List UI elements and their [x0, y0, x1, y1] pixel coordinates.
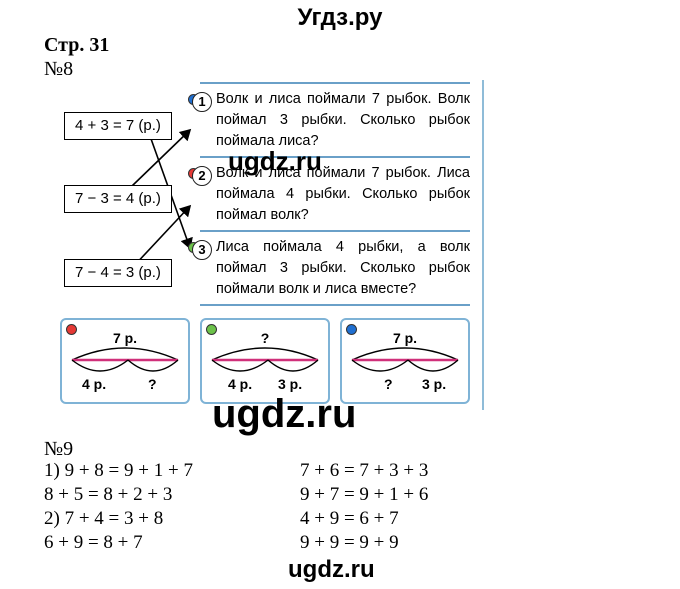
- task-divider: [200, 230, 470, 232]
- task-divider: [200, 156, 470, 158]
- diagram-card-2: ? 4 р. 3 р.: [200, 318, 330, 404]
- exercise-8-number: №8: [44, 58, 74, 80]
- watermark-small: ugdz.ru: [228, 146, 322, 176]
- ex9-left-line-3: 2) 7 + 4 = 3 + 8: [44, 508, 164, 529]
- textbook-figure: 4 + 3 = 7 (р.) 7 − 3 = 4 (р.) 7 − 4 = 3 …: [40, 72, 490, 412]
- diagram-2-top-label: ?: [260, 330, 270, 346]
- diagram-3-color-dot: [346, 324, 357, 335]
- figure-right-border: [482, 80, 484, 410]
- equation-box-2: 7 − 3 = 4 (р.): [64, 185, 172, 213]
- ex9-right-line-4: 9 + 9 = 9 + 9: [300, 532, 399, 553]
- ex9-left-line-1: 1) 9 + 8 = 9 + 1 + 7: [44, 460, 193, 481]
- task-divider: [200, 82, 470, 84]
- ex9-right-line-3: 4 + 9 = 6 + 7: [300, 508, 399, 529]
- task-2-text: Волк и лиса поймали 7 рыбок. Лиса поймал…: [216, 165, 470, 223]
- segment-diagram-1: [71, 347, 179, 372]
- diagram-2-color-dot: [206, 324, 217, 335]
- watermark-large: ugdz.ru: [212, 392, 357, 436]
- diagram-2-right-label: 3 р.: [278, 376, 303, 392]
- diagram-2-left-label: 4 р.: [228, 376, 253, 392]
- arrow-eq3-to-task2: [131, 204, 192, 269]
- segment-diagram-2: [211, 347, 319, 372]
- task-divider: [200, 304, 470, 306]
- equation-box-1: 4 + 3 = 7 (р.): [64, 112, 172, 140]
- page-label: Стр. 31: [44, 34, 110, 56]
- task-2-number-badge: 2: [192, 166, 212, 186]
- diagram-card-1: 7 р. 4 р. ?: [60, 318, 190, 404]
- diagram-1-right-label: ?: [148, 376, 157, 392]
- diagram-3-right-label: 3 р.: [422, 376, 447, 392]
- task-1-number-badge: 1: [192, 92, 212, 112]
- diagram-3-left-label: ?: [384, 376, 393, 392]
- task-3-text: Лиса поймала 4 рыбки, а волк поймал 3 ры…: [216, 239, 470, 297]
- diagram-1-left-label: 4 р.: [82, 376, 107, 392]
- arrow-eq2-to-task1: [131, 128, 192, 187]
- ex9-left-line-4: 6 + 9 = 8 + 7: [44, 532, 143, 553]
- ex9-right-line-1: 7 + 6 = 7 + 3 + 3: [300, 460, 429, 481]
- diagram-1-color-dot: [66, 324, 77, 335]
- ex9-right-line-2: 9 + 7 = 9 + 1 + 6: [300, 484, 429, 505]
- diagram-card-3: 7 р. ? 3 р.: [340, 318, 470, 404]
- exercise-9-number: №9: [44, 438, 74, 460]
- task-1-text: Волк и лиса поймали 7 рыбок. Волк поймал…: [216, 91, 470, 149]
- diagram-1-top-label: 7 р.: [112, 330, 138, 346]
- site-title: Угдз.ру: [297, 4, 383, 31]
- ex9-left-line-2: 8 + 5 = 8 + 2 + 3: [44, 484, 173, 505]
- diagram-3-top-label: 7 р.: [392, 330, 418, 346]
- task-3-number-badge: 3: [192, 240, 212, 260]
- watermark-bottom: ugdz.ru: [288, 556, 375, 583]
- equation-box-3: 7 − 4 = 3 (р.): [64, 259, 172, 287]
- segment-diagram-3: [351, 347, 459, 372]
